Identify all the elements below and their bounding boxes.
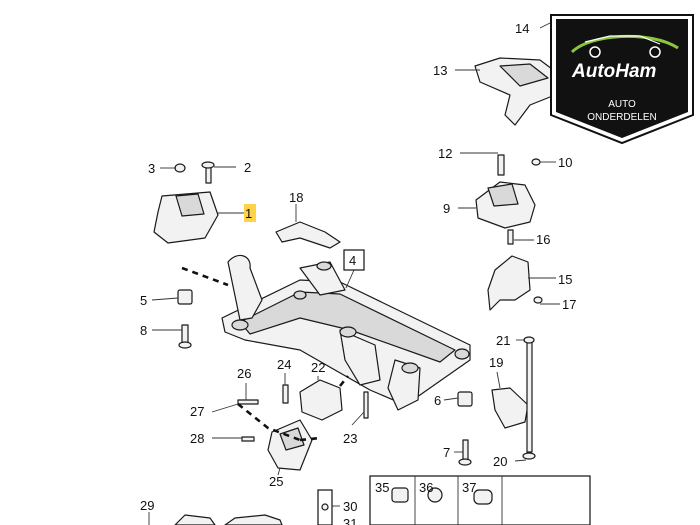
bracket-15 xyxy=(487,229,543,311)
callout-22: 22 xyxy=(311,360,325,375)
callout-23: 23 xyxy=(343,431,357,446)
callout-31: 31 xyxy=(343,516,357,525)
car-silhouette-icon xyxy=(570,34,679,54)
callout-6: 6 xyxy=(434,393,441,408)
inset-parts-table xyxy=(317,475,591,525)
callout-14: 14 xyxy=(515,21,529,36)
rear-mount xyxy=(237,379,369,471)
bushing-right xyxy=(457,391,473,466)
callout-8: 8 xyxy=(140,323,147,338)
callout-26: 26 xyxy=(237,366,251,381)
upper-bracket xyxy=(474,57,561,126)
logo-brand: AutoHam xyxy=(571,61,657,82)
subframe xyxy=(221,254,471,411)
bracket-19 xyxy=(491,336,536,460)
bracket-18 xyxy=(275,221,341,249)
callout-35: 35 xyxy=(375,480,389,495)
callout-18: 18 xyxy=(289,190,303,205)
logo-line2: ONDERDELEN xyxy=(587,112,656,123)
highlight-1 xyxy=(244,204,256,222)
engine-mount-left xyxy=(153,161,219,244)
callout-19: 19 xyxy=(489,355,503,370)
callout-12: 12 xyxy=(438,146,452,161)
callout-25: 25 xyxy=(269,474,283,489)
callout-13: 13 xyxy=(433,63,447,78)
callout-4: 4 xyxy=(349,253,356,268)
callout-17: 17 xyxy=(562,297,576,312)
brand-logo: AutoHam AUTO ONDERDELEN xyxy=(550,14,694,145)
callout-labels: 1 2 3 4 5 6 7 8 9 10 12 13 14 15 16 17 1… xyxy=(140,21,576,525)
leader-lines xyxy=(148,21,560,525)
callout-9: 9 xyxy=(443,201,450,216)
callout-37: 37 xyxy=(462,480,476,495)
bottom-parts xyxy=(174,514,283,525)
callout-29: 29 xyxy=(140,498,154,513)
callout-5: 5 xyxy=(140,293,147,308)
callout-box-4 xyxy=(343,249,365,271)
callout-28: 28 xyxy=(190,431,204,446)
bushing-left xyxy=(177,289,193,349)
callout-30: 30 xyxy=(343,499,357,514)
callout-20: 20 xyxy=(493,454,507,469)
transmission-mount xyxy=(475,154,541,229)
dashed-guides xyxy=(181,266,350,442)
callout-1: 1 xyxy=(245,206,252,221)
callout-16: 16 xyxy=(536,232,550,247)
callout-3: 3 xyxy=(148,161,155,176)
logo-line1: AUTO xyxy=(608,99,636,110)
callout-24: 24 xyxy=(277,357,291,372)
callout-21: 21 xyxy=(496,333,510,348)
callout-7: 7 xyxy=(443,445,450,460)
callout-27: 27 xyxy=(190,404,204,419)
callout-36: 36 xyxy=(419,480,433,495)
callout-2: 2 xyxy=(244,160,251,175)
callout-10: 10 xyxy=(558,155,572,170)
callout-15: 15 xyxy=(558,272,572,287)
